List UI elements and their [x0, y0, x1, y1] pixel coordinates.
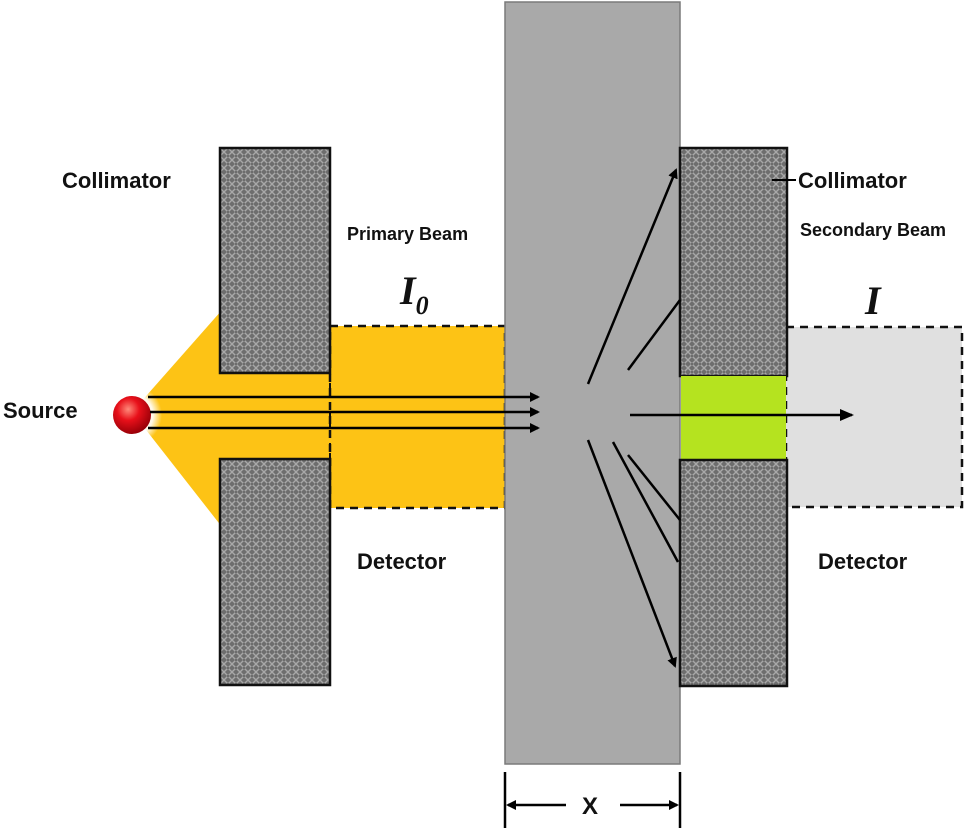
- i-symbol: I: [864, 278, 882, 323]
- primary-beam-label: Primary Beam: [347, 224, 468, 244]
- thickness-label: X: [582, 793, 598, 820]
- i0-symbol: I0: [399, 268, 429, 320]
- sample-slab: [504, 1, 681, 765]
- scatter-ray-up-1: [586, 168, 678, 385]
- beam-cone: [132, 310, 222, 527]
- secondary-detector: [784, 325, 964, 509]
- collimator-right-label: Collimator: [798, 168, 907, 193]
- scatter-ray-down-1: [586, 439, 677, 668]
- source-icon: [113, 396, 151, 434]
- source-label: Source: [3, 398, 78, 423]
- detector-left-label: Detector: [357, 549, 447, 574]
- secondary-beam-label: Secondary Beam: [800, 220, 946, 240]
- detector-right-label: Detector: [818, 549, 908, 574]
- scatter-ray-down-2: [611, 441, 680, 563]
- left-collimator-top: [218, 146, 332, 375]
- scatter-ray-up-2: [626, 299, 682, 371]
- left-collimator-bottom: [218, 457, 332, 687]
- primary-detector: [328, 324, 507, 510]
- scatter-ray-down-3: [627, 454, 681, 521]
- right-collimator-aperture: [681, 376, 786, 460]
- right-collimator-bottom: [678, 458, 789, 688]
- beam-cone-channel: [218, 372, 330, 458]
- collimator-left-label: Collimator: [62, 168, 171, 193]
- right-collimator-top: [678, 146, 789, 378]
